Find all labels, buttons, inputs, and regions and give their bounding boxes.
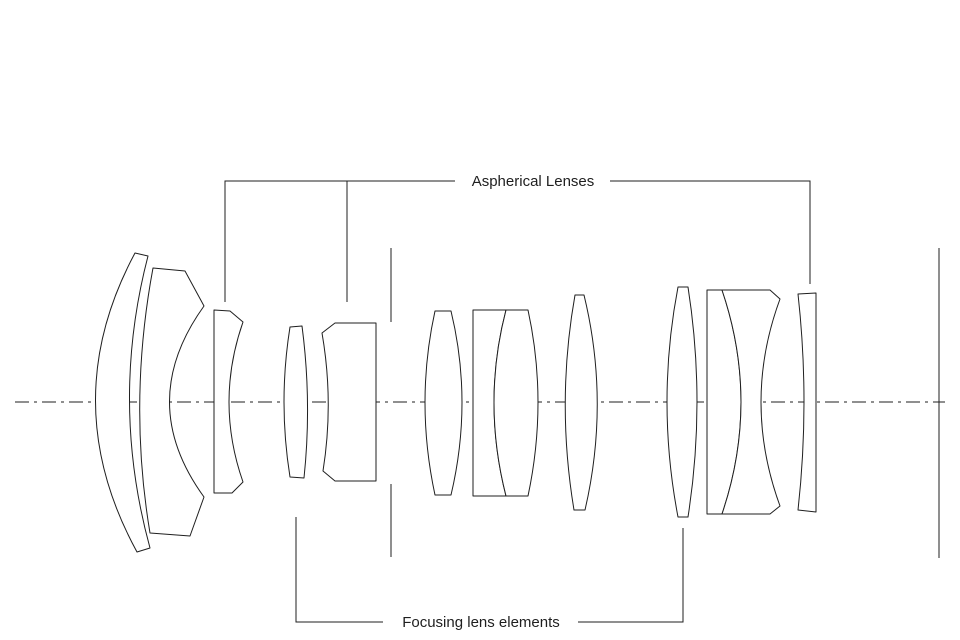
aspherical-lenses-label: Aspherical Lenses [472, 173, 595, 190]
lens-element-4 [283, 325, 309, 479]
lens-element-8-doublet [493, 309, 539, 497]
lens-element-9 [564, 294, 598, 511]
lens-element-13-aspherical [797, 292, 817, 513]
focusing-callout-left-leader [295, 517, 383, 623]
lens-element-12 [721, 289, 781, 515]
lens-element-6 [424, 310, 463, 496]
focusing-lens-elements-label: Focusing lens elements [402, 614, 560, 631]
aspherical-callout-left-leader [224, 180, 455, 302]
lens-element-10 [666, 286, 698, 518]
lens-element-5-aspherical [321, 322, 377, 482]
lens-element-2 [139, 267, 205, 537]
lens-element-1 [95, 252, 151, 553]
aspherical-callout-right-leader [610, 180, 811, 284]
focusing-callout-right-leader [578, 528, 684, 623]
lens-element-3-aspherical [213, 309, 244, 494]
